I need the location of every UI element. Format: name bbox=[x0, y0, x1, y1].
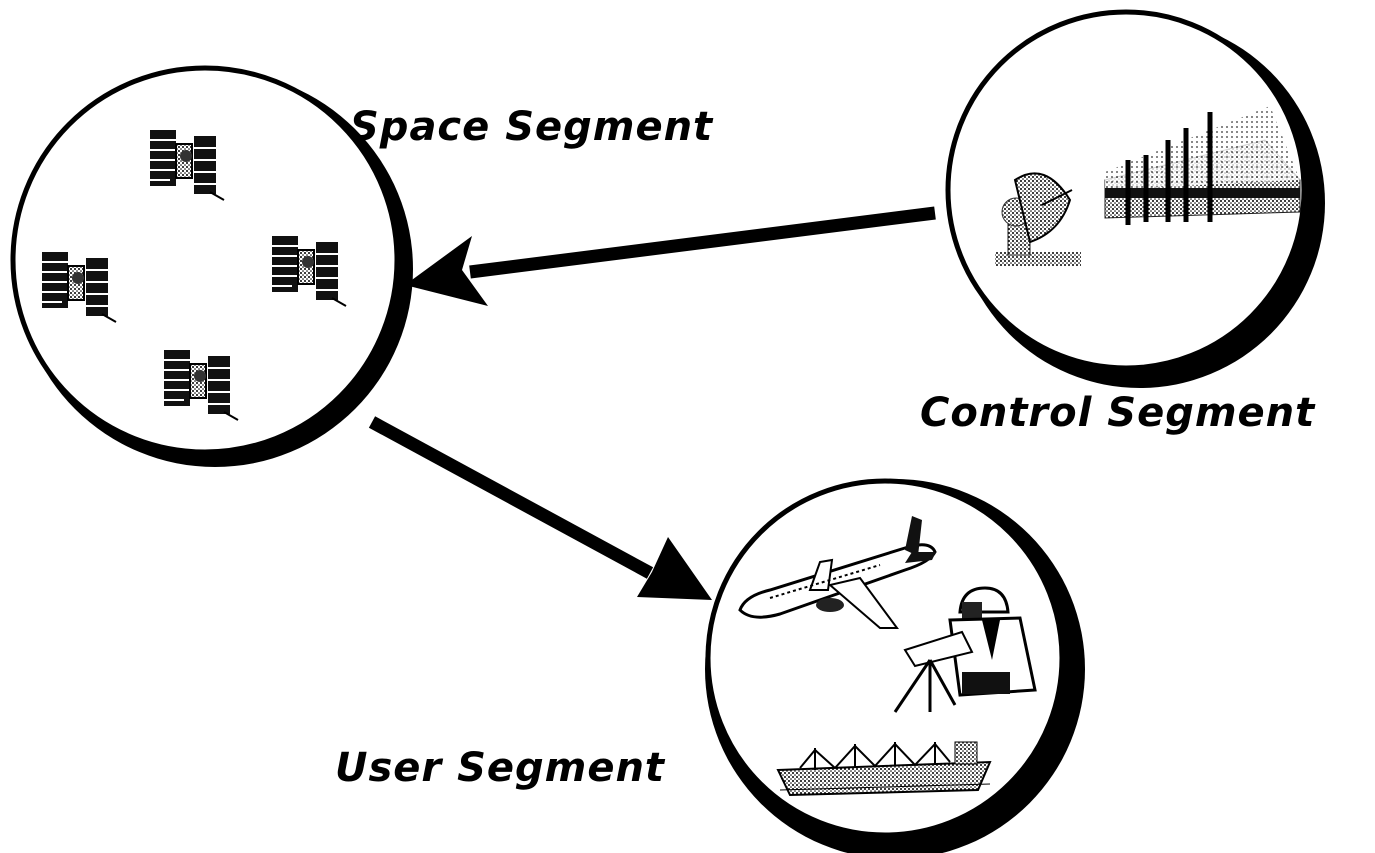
airplane-icon bbox=[738, 516, 937, 629]
user-segment-label: User Segment bbox=[335, 745, 666, 791]
surveyor-icon bbox=[893, 586, 1037, 713]
space-segment-label: Space Segment bbox=[350, 104, 714, 150]
radar-dish-icon bbox=[995, 172, 1081, 266]
control-segment-label: Control Segment bbox=[920, 390, 1316, 436]
building-icon bbox=[1104, 106, 1301, 225]
control-segment-node bbox=[945, 9, 1325, 388]
arrow-control-to-space bbox=[405, 206, 936, 306]
ship-icon bbox=[776, 741, 992, 797]
space-segment-node bbox=[10, 65, 413, 467]
user-segment-node bbox=[705, 478, 1085, 853]
arrow-space-to-user bbox=[368, 416, 712, 600]
